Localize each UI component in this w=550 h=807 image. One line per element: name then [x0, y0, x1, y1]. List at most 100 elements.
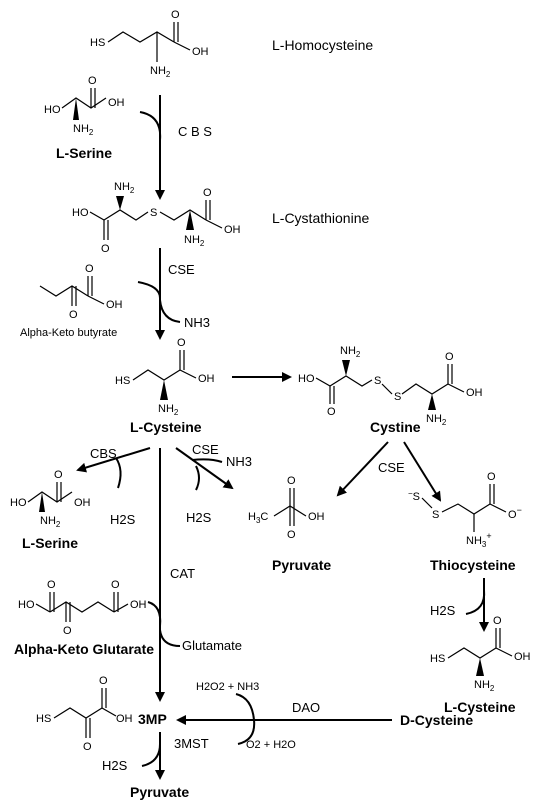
atom-hs: HS [90, 37, 105, 49]
serine-top-structure: HO O OH NH2 [44, 75, 125, 137]
atom-o: O [493, 615, 502, 627]
atom-ho: HO [18, 599, 35, 611]
atom-o: O [111, 579, 120, 591]
atom-o: O [83, 741, 92, 753]
atom-o: O [287, 529, 296, 541]
arrow-h2s-mst [141, 743, 161, 767]
arrow-o2-h2o [237, 719, 256, 745]
atom-nh2: NH2 [150, 65, 171, 79]
bond-oh [179, 369, 197, 379]
label-alpha-keto-glutarate: Alpha-Keto Glutarate [14, 641, 154, 657]
atom-s: S [394, 391, 401, 403]
bond [89, 211, 105, 221]
enzyme-cbs-top: C B S [178, 124, 212, 139]
arrow-h2s-thio [465, 589, 486, 615]
label-thiocysteine: Thiocysteine [430, 557, 516, 573]
bond-chain-2 [159, 209, 207, 221]
bond-chain [107, 31, 175, 43]
bond-oh [205, 219, 223, 229]
bond-oh [447, 383, 465, 393]
bond [315, 377, 331, 387]
atom-hs: HS [430, 653, 445, 665]
bond-chain [132, 369, 181, 381]
arrow-h2s-cbs [115, 457, 122, 489]
atom-oh: OH [308, 511, 325, 523]
bond-oh [113, 603, 129, 613]
enzyme-cat: CAT [170, 566, 195, 581]
atom-o: O [99, 675, 108, 687]
wedge-bond [186, 210, 194, 230]
wedge-bond [73, 98, 79, 120]
atom-ho: HO [72, 207, 89, 219]
atom-oh: OH [198, 373, 215, 385]
bond-chain [447, 647, 497, 659]
label-l-cystathionine: L-Cystathionine [272, 210, 369, 226]
label-h2s-cbs: H2S [110, 512, 136, 527]
arrow-aketoglutarate-input [147, 601, 162, 627]
bond [35, 603, 51, 613]
bond-chain [329, 375, 373, 387]
bond-oh [87, 295, 105, 305]
arrow-cysteine-to-serine [76, 447, 151, 473]
label-d-cysteine: D-Cysteine [400, 712, 473, 728]
enzyme-cbs-left: CBS [90, 446, 117, 461]
label-cystine: Cystine [370, 419, 421, 435]
arrow-cystine-to-thiocysteine [403, 441, 442, 502]
atom-nh2: NH2 [114, 181, 135, 195]
wedge-bond [428, 394, 436, 410]
bond-ss [381, 383, 393, 395]
atom-oh: OH [466, 387, 483, 399]
atom-o: O [487, 471, 496, 483]
atom-nh2: NH2 [40, 515, 61, 529]
enzyme-cse-mid: CSE [192, 442, 219, 457]
atom-oh: OH [514, 651, 531, 663]
label-l-cysteine-right: L-Cysteine [444, 699, 516, 715]
bond-chain [53, 707, 103, 719]
atom-o: O [203, 187, 212, 199]
atom-s: S [150, 207, 157, 219]
atom-s: S [432, 509, 439, 521]
bond-o-minus [489, 503, 507, 513]
atom-o: O [445, 351, 454, 363]
wedge-bond [160, 380, 168, 400]
label-pyruvate-bottom: Pyruvate [130, 784, 189, 800]
label-h2s-mst: H2S [102, 758, 128, 773]
atom-s-minus: −S [408, 489, 420, 503]
wedge-bond [476, 658, 484, 676]
atom-oh: OH [74, 497, 91, 509]
atom-o: O [88, 75, 97, 87]
atom-nh2: NH2 [158, 403, 179, 417]
atom-oh: OH [130, 599, 147, 611]
cystine-structure: HO O NH2 S S O OH NH2 [298, 345, 483, 427]
arrow-nh3-output [159, 299, 181, 323]
pyruvate-mid-structure: H3C O O OH [248, 475, 325, 541]
arrow-glutamate-output [159, 629, 181, 647]
bond-chain [61, 97, 107, 109]
atom-o: O [63, 625, 72, 637]
bond-oh [495, 647, 513, 657]
label-h2s-cse: H2S [186, 510, 212, 525]
bond-chain [49, 601, 115, 613]
atom-nh2: NH2 [426, 413, 447, 427]
atom-nh2: NH2 [474, 679, 495, 693]
arrow-cystine-to-pyruvate [336, 441, 389, 497]
atom-nh3-plus: NH3+ [466, 531, 492, 549]
atom-oh: OH [106, 299, 123, 311]
atom-oh: OH [116, 713, 133, 725]
arrow-cysteine-to-pyruvate-cse [175, 447, 234, 490]
atom-o: O [287, 475, 296, 487]
atom-o: O [171, 9, 180, 21]
bond-chain-2 [401, 383, 449, 395]
enzyme-cse-right: CSE [378, 460, 405, 475]
atom-o: O [54, 469, 63, 481]
label-l-serine-top: L-Serine [56, 145, 112, 161]
enzyme-dao: DAO [292, 700, 320, 715]
atom-ho: HO [10, 497, 27, 509]
cysteine-mid-structure: HS O OH NH2 [115, 337, 215, 417]
thiocysteine-structure: −S S O O− NH3+ [408, 471, 522, 549]
arrow-nh3-cse2 [191, 458, 223, 463]
atom-o: O [85, 263, 94, 275]
wedge-bond [116, 196, 124, 210]
enzyme-cse-top: CSE [168, 262, 195, 277]
atom-oh: OH [192, 46, 209, 58]
